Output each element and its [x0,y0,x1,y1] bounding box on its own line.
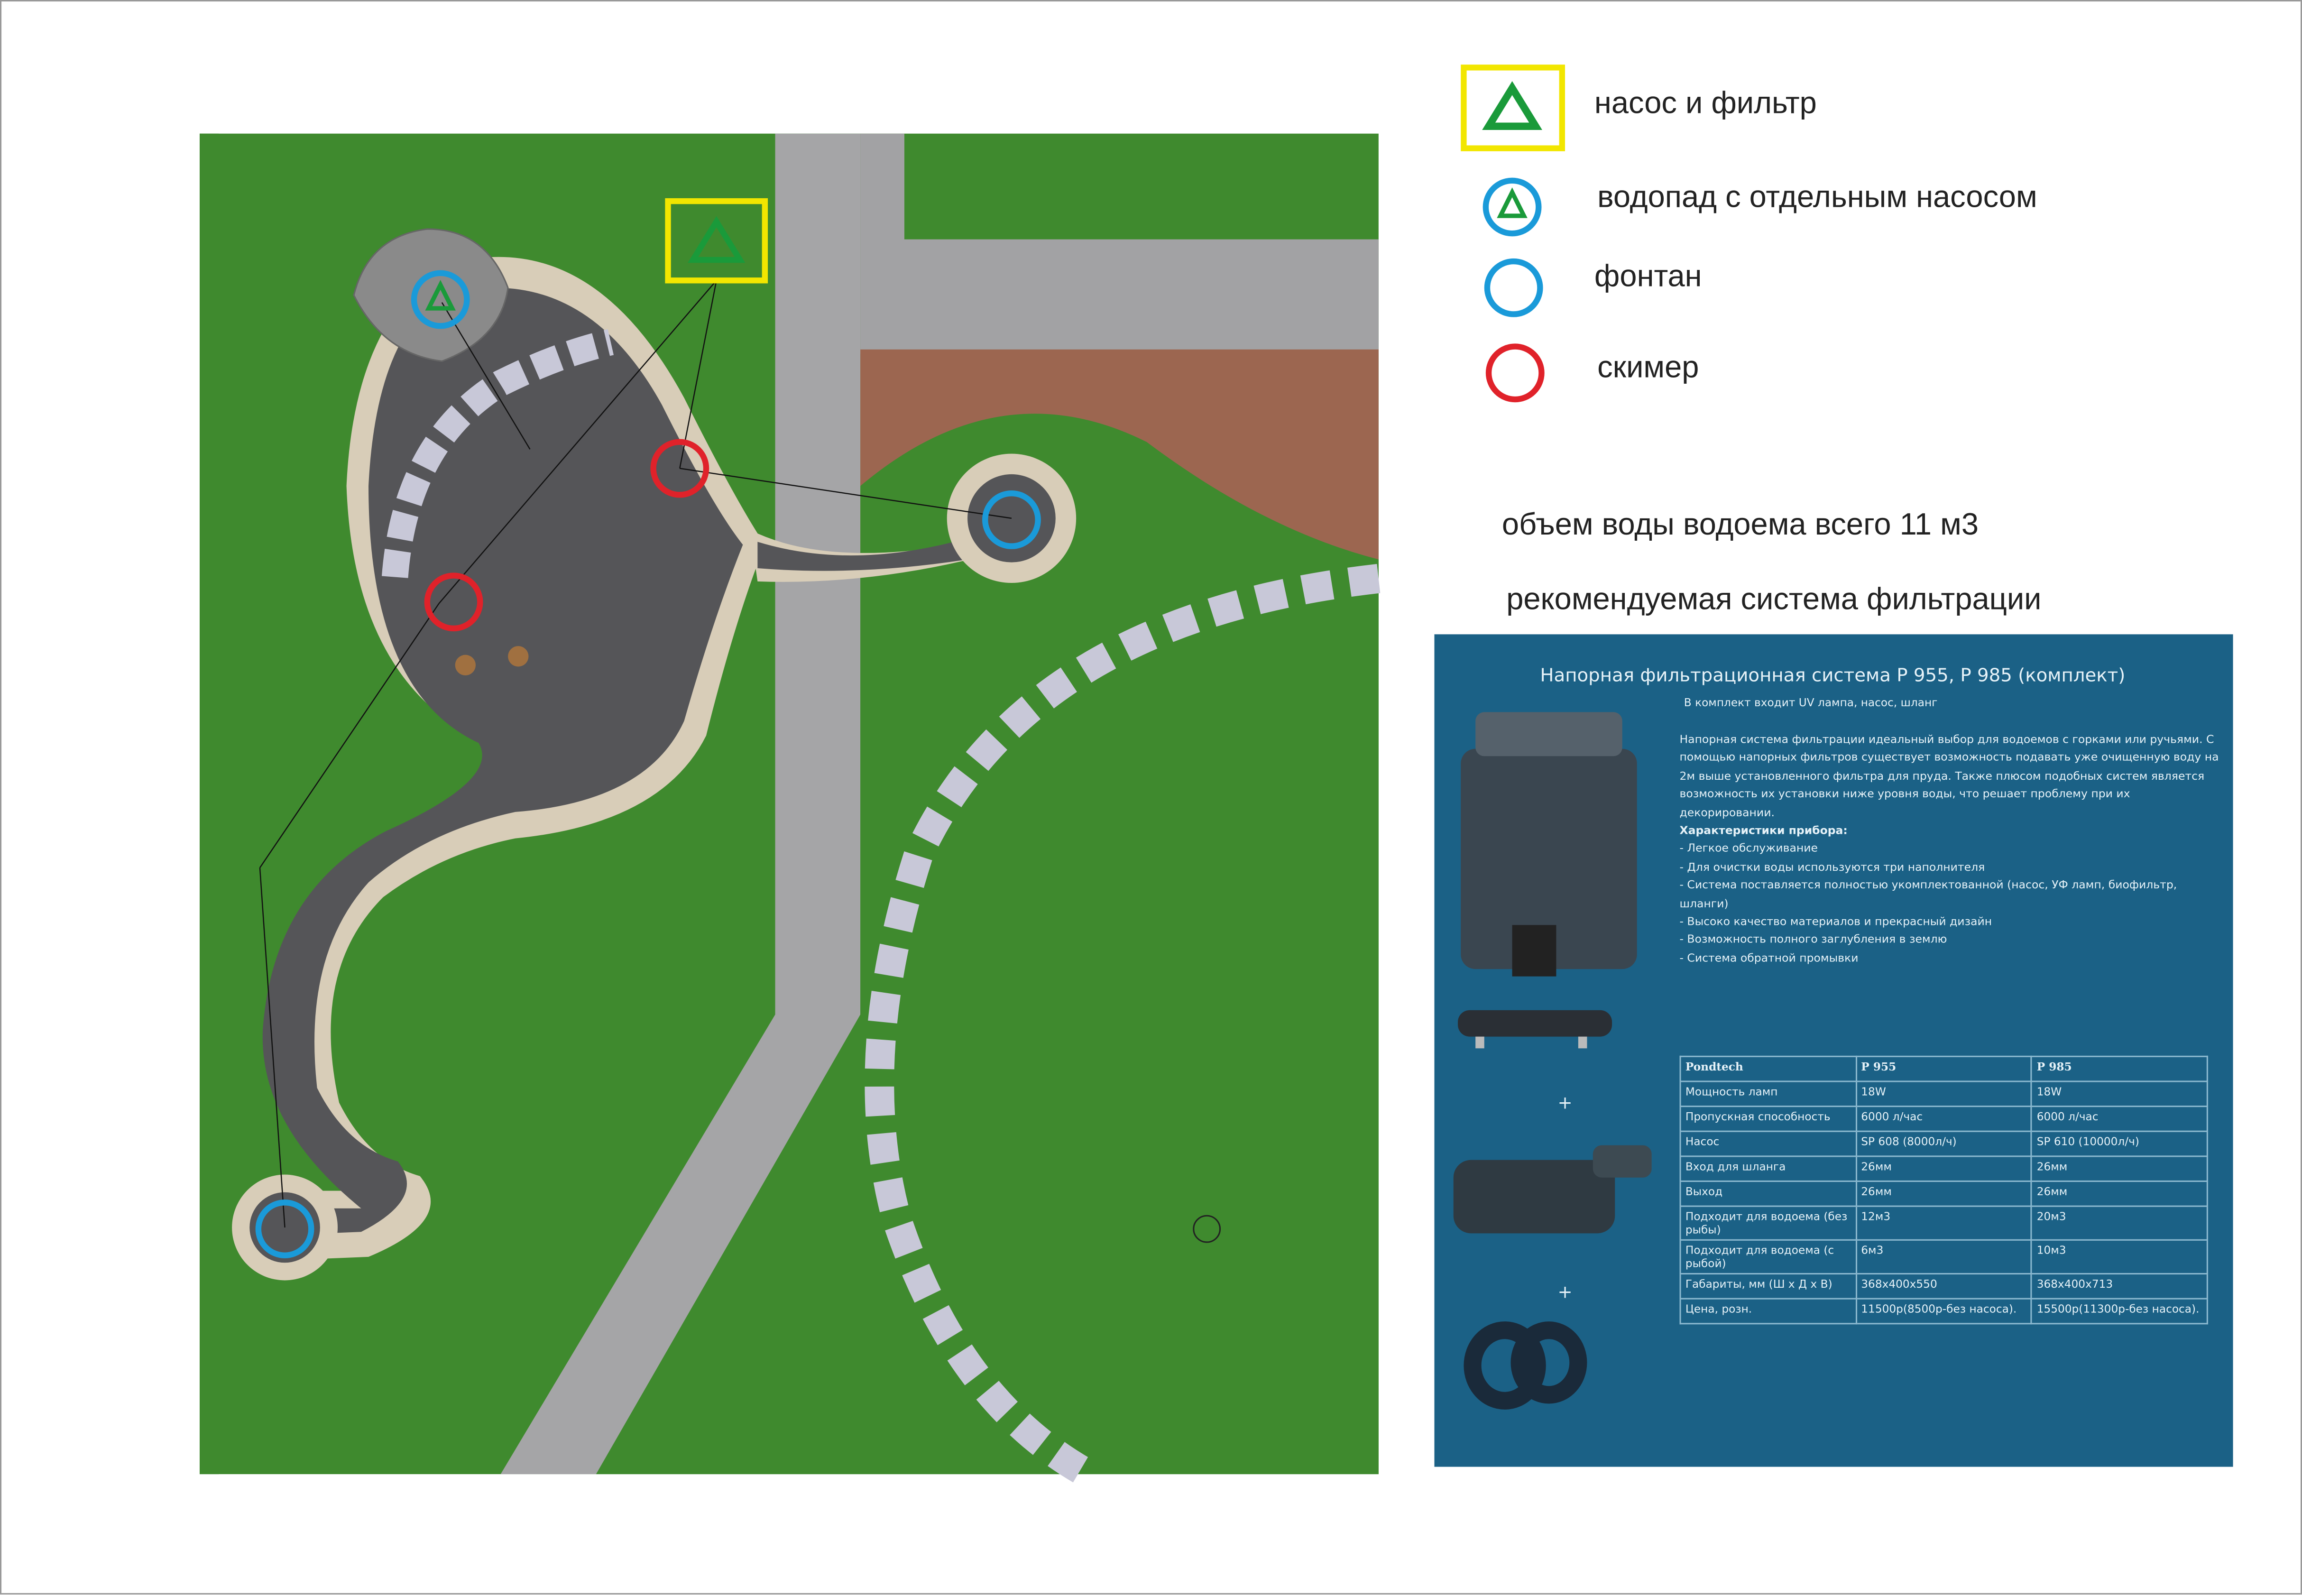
water-volume-note: объем воды водоема всего 11 м3 [1501,508,1979,542]
table-cell: 26мм [1855,1155,2033,1182]
pressure-filter-image [1461,712,1637,977]
legend-label-fountain: фонтан [1594,259,1702,294]
uv-lamp-image [1458,1010,1612,1049]
legend-label-pump-filter: насос и фильтр [1594,86,1817,120]
table-cell: 26мм [2031,1155,2208,1182]
table-cell: Насос [1679,1130,1857,1157]
rock-waterfall [353,228,509,362]
table-cell: Габариты, мм (Ш х Д х В) [1679,1273,1857,1300]
legend-waterfall-triangle-icon [1497,187,1528,218]
legend-fountain-icon [1484,258,1543,317]
filter-system-panel: Напорная фильтрационная система P 955, P… [1434,634,2233,1467]
table-cell: 6000 л/час [1855,1106,2033,1132]
table-row: Цена, розн.11500р(8500р-без насоса).1550… [1679,1298,2208,1325]
table-cell: 6м3 [1855,1239,2033,1275]
pump-filter-marker[interactable] [665,198,768,284]
table-cell: Цена, розн. [1679,1298,1857,1325]
feature-item: - Легкое обслуживание [1679,842,1818,856]
table-cell: 15500р(11300р-без насоса). [2031,1298,2208,1325]
table-cell: 11500р(8500р-без насоса). [1855,1298,2033,1325]
table-cell: 368х400х550 [1855,1273,2033,1300]
table-cell: Пропускная способность [1679,1106,1857,1132]
legend-skimmer-icon [1485,343,1545,403]
table-cell: 18W [2031,1080,2208,1107]
pond-water [262,287,743,1235]
feature-item: - Для очистки воды используются три напо… [1679,860,1985,874]
legend-label-skimmer: скимер [1597,351,1699,385]
channel-water [757,537,985,571]
table-cell: 6000 л/час [2031,1106,2208,1132]
table-cell: 20м3 [2031,1205,2208,1241]
marker-circle [1193,1215,1221,1243]
table-cell: 18W [1855,1080,2033,1107]
legend-label-waterfall: водопад с отдельным насосом [1597,180,2037,214]
table-cell: 368х400х713 [2031,1273,2208,1300]
panel-subtitle: В комплект входит UV лампа, насос, шланг [1684,696,1938,710]
header-cell: P 955 [1855,1055,2033,1082]
table-cell: 26мм [1855,1180,2033,1207]
plus-sign: + [1557,1282,1573,1302]
hose-image [1464,1321,1587,1410]
feature-item: - Система поставляется полностью укомпле… [1679,878,2177,910]
skimmer-marker[interactable] [650,439,709,498]
features-list: - Легкое обслуживание - Для очистки воды… [1679,840,2222,968]
fountain-marker[interactable] [982,490,1041,549]
lawn-corner-white [200,133,219,1475]
product-images [1453,712,1652,1410]
stone-path [500,133,861,1475]
plant [455,655,476,676]
plus-sign: + [1557,1092,1573,1113]
table-cell: Подходит для водоема (с рыбой) [1679,1239,1857,1275]
panel-description: Напорная система фильтрации идеальный вы… [1679,731,2222,968]
feature-item: - Система обратной промывки [1679,951,1859,965]
legend-pump-filter-box [1461,65,1565,151]
table-cell: SP 608 (8000л/ч) [1855,1130,2033,1157]
fountain-marker[interactable] [255,1199,314,1259]
pump-filter-icon [688,216,746,263]
header-cell: P 985 [2031,1055,2208,1082]
recommendation-note: рекомендуемая система фильтрации [1506,582,2042,617]
table-cell: 10м3 [2031,1239,2208,1275]
table-cell: 12м3 [1855,1205,2033,1241]
skimmer-marker[interactable] [424,572,483,632]
features-title: Характеристики прибора: [1679,823,1848,837]
header-cell: Pondtech [1679,1055,1857,1082]
legend-pump-filter-icon [1482,81,1542,130]
pipe-lines [259,280,1012,1228]
waterfall-pump-icon [425,280,456,311]
feature-item: - Высоко качество материалов и прекрасны… [1679,914,1992,928]
circle-pavers [865,563,1381,1483]
waterfall-pump-marker[interactable] [411,270,470,329]
table-cell: Вход для шланга [1679,1155,1857,1182]
table-cell: Мощность ламп [1679,1080,1857,1107]
panel-title: Напорная фильтрационная система P 955, P… [1540,664,2126,686]
table-cell: Выход [1679,1180,1857,1207]
legend-waterfall-pump-icon [1482,177,1542,237]
pond-pavers [381,329,614,578]
table-cell: SP 610 (10000л/ч) [2031,1130,2208,1157]
table-header-row: Pondtech P 955 P 985 [1679,1055,2208,1082]
table-cell: 26мм [2031,1180,2208,1207]
table-cell: Подходит для водоема (без рыбы) [1679,1205,1857,1241]
feature-item: - Возможность полного заглубления в земл… [1679,933,1947,947]
description-text: Напорная система фильтрации идеальный вы… [1679,732,2219,819]
plant [508,646,529,667]
stone-patio [860,133,1379,354]
pump-image [1453,1145,1652,1234]
right-lawn [596,414,1379,1475]
